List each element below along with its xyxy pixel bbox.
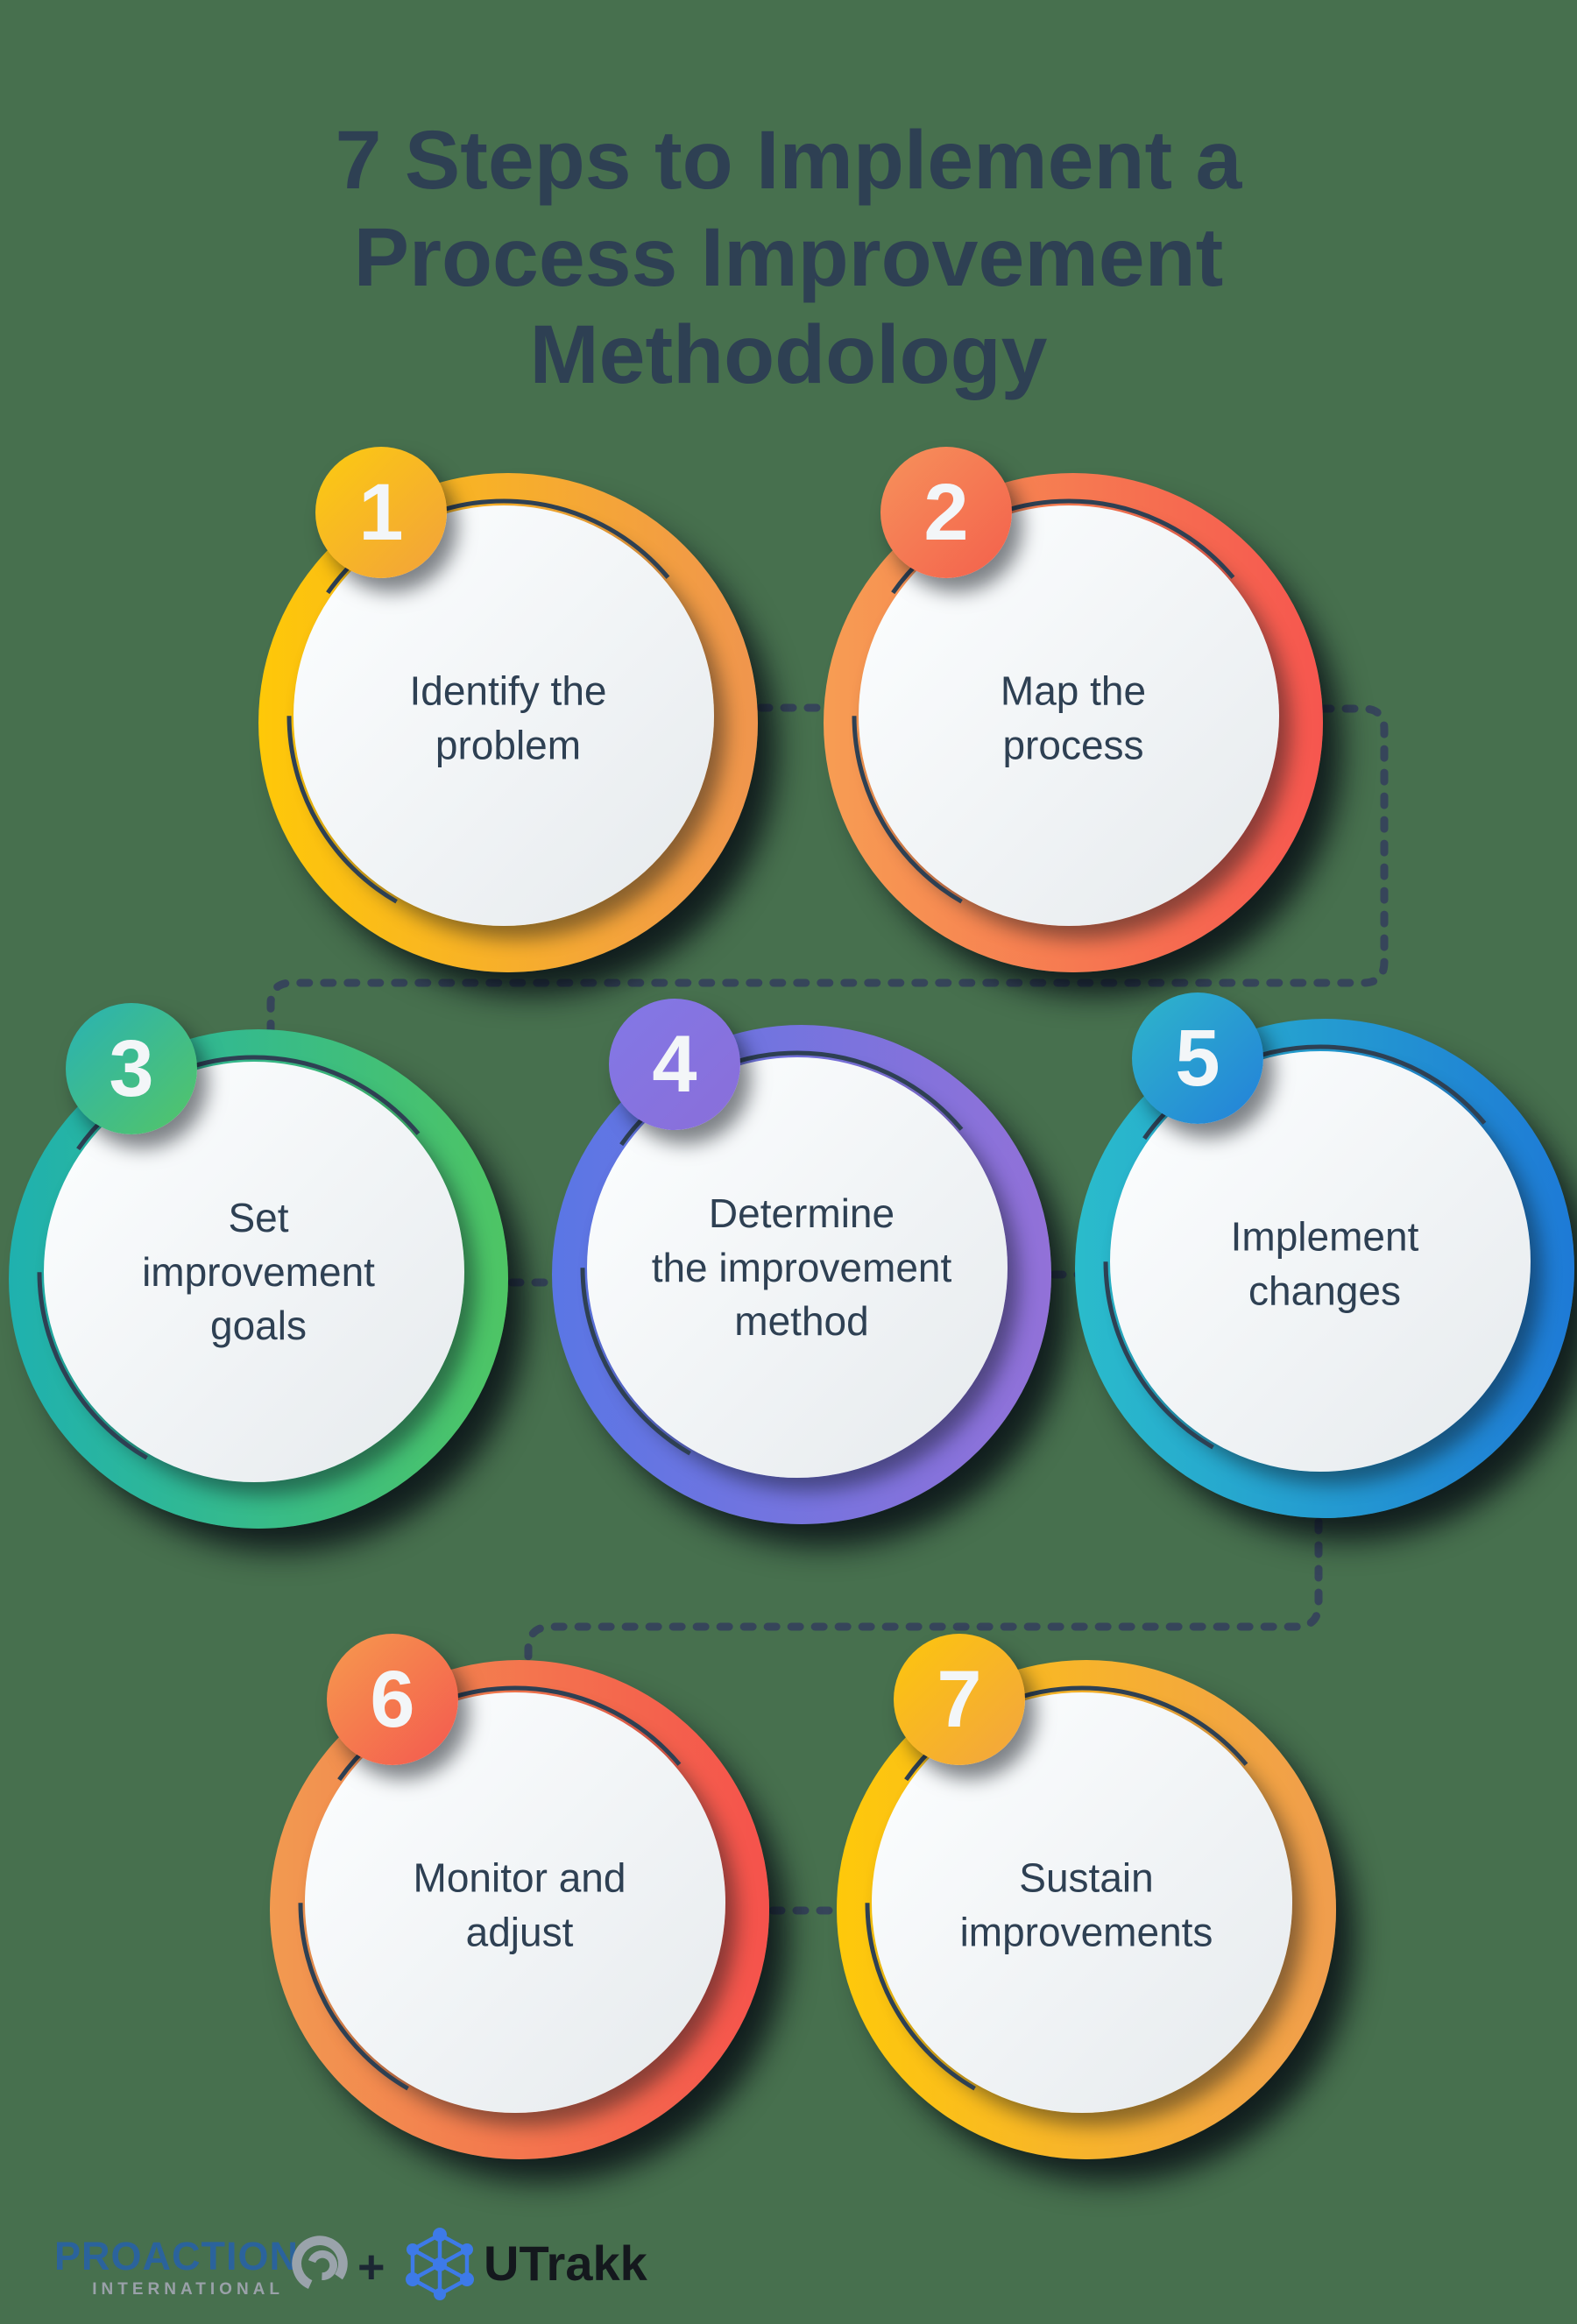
step-badge: 4	[609, 999, 740, 1130]
step-label: Identify the problem	[409, 668, 607, 768]
proaction-wordmark: PROACTION	[54, 2234, 299, 2278]
inner-outline-arc	[37, 1055, 471, 1489]
step-badge: 6	[327, 1634, 458, 1765]
step-circle-7: 7 Sustain improvements	[837, 1634, 1336, 2159]
step-circle-5: 5 Implement changes	[1075, 992, 1574, 1518]
step-circle-1: 1 Identify the problem	[258, 447, 758, 972]
spiral-icon	[292, 2236, 348, 2292]
inner-outline-arc	[1103, 1044, 1538, 1479]
step-circle-6: 6 Monitor and adjust	[270, 1634, 769, 2159]
connector-5-6	[524, 1517, 1323, 1691]
proaction-logo: PROACTION INTERNATIONAL	[54, 2234, 299, 2299]
footer-logos: PROACTION INTERNATIONAL + UTrakk	[0, 2221, 1577, 2317]
step-badge: 7	[894, 1634, 1025, 1765]
proaction-subtitle: INTERNATIONAL	[92, 2280, 284, 2299]
connector-2-3	[266, 704, 1389, 1035]
utrakk-wordmark: UTrakk	[484, 2236, 647, 2291]
step-number: 5	[1175, 1013, 1220, 1103]
step-circle-2: 2 Map the process	[824, 447, 1323, 972]
step-number: 4	[652, 1019, 697, 1109]
step-circle-3: 3 Set improvement goals	[9, 1003, 508, 1529]
step-number: 6	[370, 1654, 415, 1744]
step-number: 7	[937, 1654, 982, 1744]
page-title: 7 Steps to Implement a Process Improveme…	[335, 113, 1242, 401]
step-circle-4: 4 Determine the improvement method	[552, 999, 1051, 1524]
step-number: 1	[358, 467, 404, 557]
network-cube-icon	[406, 2228, 474, 2300]
step-label: Monitor and adjust	[413, 1854, 626, 1955]
inner-outline-arc	[852, 498, 1286, 933]
step-badge: 2	[880, 447, 1012, 578]
inner-outline-arc	[286, 498, 721, 933]
step-label: Implement changes	[1230, 1213, 1419, 1314]
step-label: Determine the improvement method	[651, 1190, 952, 1345]
step-label: Map the process	[1000, 668, 1147, 768]
step-number: 2	[923, 467, 969, 557]
step-label: Sustain improvements	[959, 1854, 1213, 1955]
inner-outline-arc	[865, 1685, 1299, 2120]
step-label: Set improvement goals	[142, 1195, 375, 1349]
step-number: 3	[109, 1023, 154, 1113]
step-badge: 1	[315, 447, 447, 578]
step-badge: 5	[1132, 992, 1263, 1124]
inner-outline-arc	[580, 1050, 1015, 1485]
step-badge: 3	[66, 1003, 197, 1134]
inner-outline-arc	[298, 1685, 732, 2120]
plus-sign: +	[357, 2241, 385, 2293]
